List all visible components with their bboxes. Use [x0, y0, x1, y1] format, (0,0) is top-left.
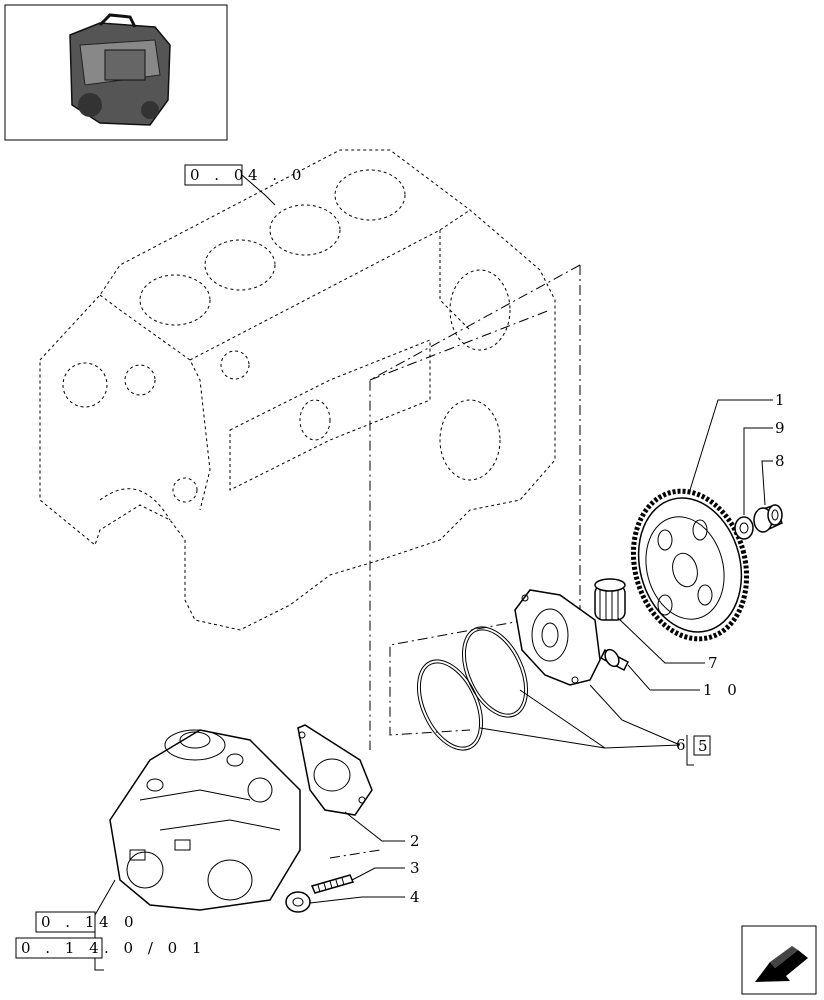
ref-pump-1-mid-text: 4 — [99, 913, 114, 931]
callout-3: 3 — [410, 859, 420, 877]
timing-gear — [630, 488, 750, 642]
ref-pump-2-tail-text: . 0 / 0 1 — [104, 939, 207, 957]
callout-7: 7 — [708, 654, 718, 672]
flange-gasket — [297, 724, 373, 816]
ref-pump-1[interactable]: 0 . 1 4 0 — [35, 911, 139, 933]
injection-pump — [109, 729, 301, 911]
ref-block[interactable]: 0 . 0 4 . 0 — [184, 164, 306, 186]
back-arrow-icon[interactable] — [741, 925, 817, 995]
engine-block — [39, 149, 556, 631]
ref-pump-1-box-text: 0 . 1 — [41, 913, 99, 931]
drive-pinion — [594, 578, 626, 621]
ref-pump-2-box-text: 0 . 1 4 — [21, 939, 104, 957]
hub-bolt — [599, 648, 630, 672]
callout-1: 1 — [775, 391, 785, 409]
o-rings — [417, 626, 528, 751]
callout-2: 2 — [410, 832, 420, 850]
engine-thumbnail-icon[interactable] — [4, 4, 228, 141]
ref-pump-1-tail-text: 0 — [124, 913, 139, 931]
ref-pump-2[interactable]: 0 . 1 4 . 0 / 0 1 — [15, 937, 207, 959]
callout-10: 1 0 — [703, 681, 742, 699]
leader-lines — [94, 174, 773, 971]
callout-9: 9 — [775, 419, 785, 437]
callout-6: 6 — [676, 736, 686, 754]
callout-5: 5 — [698, 737, 708, 755]
washer — [734, 516, 754, 540]
nut — [285, 891, 311, 913]
bushing — [753, 504, 783, 533]
callout-5-box[interactable]: 5 — [693, 735, 711, 756]
alignment-lines — [329, 264, 581, 859]
callout-4: 4 — [410, 888, 420, 906]
stud-bolt — [310, 874, 355, 894]
ref-block-box-text: 0 . 0 — [190, 166, 248, 184]
ref-block-tail-text: 4 . 0 — [248, 166, 306, 184]
callout-8: 8 — [775, 452, 785, 470]
pump-hub — [514, 589, 601, 686]
